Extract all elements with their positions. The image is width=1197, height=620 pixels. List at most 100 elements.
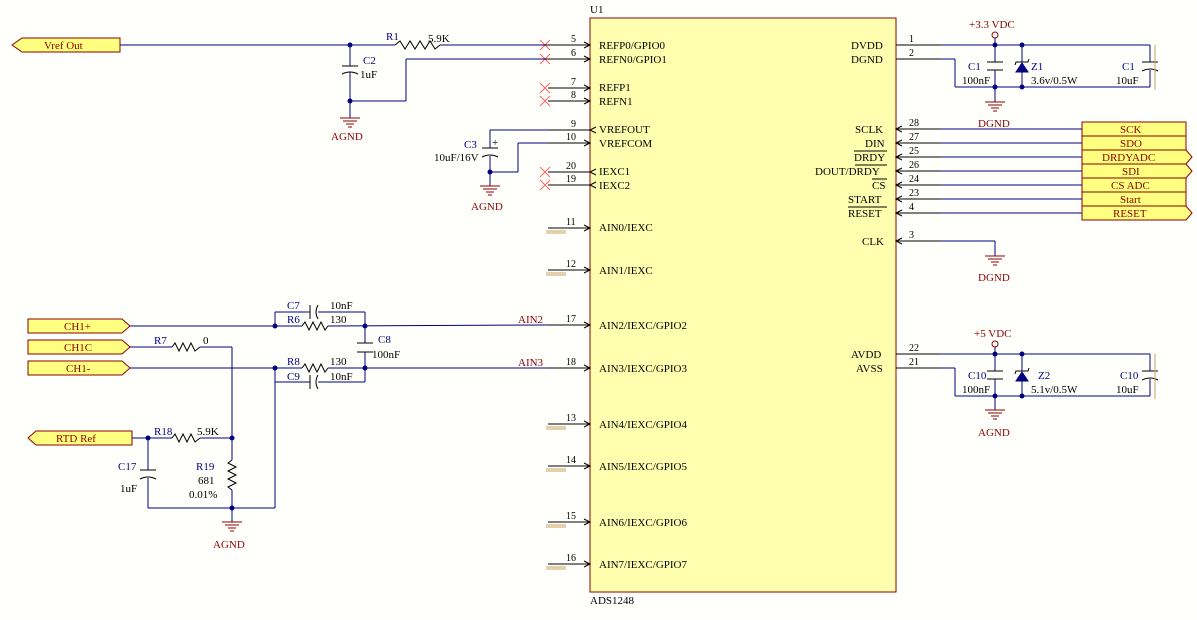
pin-label: CLK: [862, 236, 884, 248]
ref: C10: [1120, 370, 1139, 382]
pin-number: 16: [566, 553, 576, 564]
port-label: RTD Ref: [56, 433, 96, 445]
power-label: +3.3 VDC: [969, 19, 1015, 31]
r6-resistor[interactable]: R6 130: [287, 314, 347, 332]
value: 130: [330, 314, 347, 326]
port-sdi[interactable]: SDI: [1081, 163, 1193, 179]
z1-zener[interactable]: Z1 3.6v/0.5W: [1014, 58, 1078, 87]
c10-10uf-capacitor[interactable]: C10 10uF: [1116, 370, 1159, 396]
pin-label: AIN7/IEXC/GPIO7: [599, 559, 687, 571]
pin-number: 15: [566, 511, 576, 522]
value: 100nF: [962, 384, 990, 396]
value: 130: [330, 356, 347, 368]
pin-number: 18: [566, 357, 576, 368]
c7-capacitor[interactable]: C7 10nF: [287, 300, 353, 320]
pin-number: 14: [566, 455, 576, 466]
r1-resistor[interactable]: R1 5.9K: [386, 31, 450, 50]
ref: R8: [287, 356, 300, 368]
pin-number: 7: [571, 77, 576, 88]
pin-number: 5: [571, 34, 576, 45]
pin-label: SCLK: [855, 124, 883, 136]
pin-label: AIN2/IEXC/GPIO2: [599, 320, 687, 332]
unconnected-pin-marks: [546, 230, 566, 570]
c8-capacitor[interactable]: C8 100nF: [357, 334, 400, 361]
ic-right-pins: 1 DVDD 2 DGND 28 SCLK 27 DIN 25 DRDY 26 …: [815, 34, 940, 375]
c2-capacitor[interactable]: C2 1uF: [341, 55, 377, 81]
ref: R7: [154, 335, 167, 347]
port-sdo[interactable]: SDO: [1081, 135, 1187, 151]
tolerance: 0.01%: [189, 489, 217, 501]
port-label: DRDYADC: [1102, 152, 1155, 164]
pin-label: AIN3/IEXC/GPIO3: [599, 363, 687, 375]
value: 10nF: [330, 300, 353, 312]
value: 5.9K: [197, 426, 219, 438]
r8-resistor[interactable]: R8 130: [287, 356, 347, 374]
agnd-symbol: AGND: [471, 185, 503, 213]
avdd-network: [940, 347, 1151, 410]
port-label: CH1C: [64, 342, 92, 354]
value: 1uF: [120, 483, 137, 495]
r7-resistor[interactable]: R7 0: [154, 335, 209, 353]
pin-number: 3: [909, 230, 914, 241]
pin-label: DRDY: [854, 152, 885, 164]
pin-label: DVDD: [851, 40, 883, 52]
no-connect-marks: [539, 39, 551, 191]
port-start[interactable]: Start: [1081, 191, 1187, 207]
ref: R6: [287, 314, 300, 326]
port-drdyadc[interactable]: DRDYADC: [1081, 149, 1193, 165]
ic-left-pins: 5 REFP0/GPIO0 6 REFN0/GPIO1 7 REFP1 8 RE…: [548, 34, 687, 571]
pin-number: 21: [909, 357, 919, 368]
pin-label: VREFOUT: [599, 124, 650, 136]
vdd5-power-port: +5 VDC: [974, 328, 1011, 348]
port-ch1c[interactable]: CH1C: [27, 339, 131, 355]
pin-number: 4: [909, 202, 914, 213]
port-vref-out[interactable]: Vref Out: [11, 37, 121, 53]
port-reset[interactable]: RESET: [1081, 205, 1193, 221]
ref: C7: [287, 300, 300, 312]
pin-number: 2: [909, 48, 914, 59]
c10-100nf-capacitor[interactable]: C10 100nF: [962, 370, 1003, 396]
z2-zener[interactable]: Z2 5.1v/0.5W: [1014, 367, 1078, 396]
c3-capacitor[interactable]: + C3 10uF/16V: [434, 137, 499, 164]
port-label: Vref Out: [44, 40, 83, 52]
agnd-label: AGND: [213, 539, 245, 551]
pin-label: AIN4/IEXC/GPIO4: [599, 419, 687, 431]
dgnd-label: DGND: [978, 272, 1010, 284]
pin-number: 28: [909, 118, 919, 129]
port-label: CH1+: [64, 321, 91, 333]
vdd33-power-port: +3.3 VDC: [969, 19, 1015, 39]
ic-designator: U1: [590, 4, 603, 16]
port-ch1-minus[interactable]: CH1-: [27, 360, 131, 376]
pin-number: 20: [566, 161, 576, 172]
agnd-label: AGND: [978, 427, 1010, 439]
port-sck[interactable]: SCK: [1081, 121, 1187, 137]
pin-number: 19: [566, 174, 576, 185]
port-cs-adc[interactable]: CS ADC: [1081, 177, 1187, 193]
pin-label: REFP0/GPIO0: [599, 40, 666, 52]
pin-number: 27: [909, 132, 919, 143]
r18-resistor[interactable]: R18 5.9K: [154, 426, 219, 444]
agnd-symbol: AGND: [978, 409, 1010, 439]
c1-100nf-capacitor[interactable]: C1 100nF: [962, 61, 1003, 87]
c17-capacitor[interactable]: C17 1uF: [118, 461, 157, 495]
vref-network: [120, 42, 548, 118]
pin-label: START: [848, 194, 882, 206]
port-label: CS ADC: [1111, 180, 1150, 192]
value: 100nF: [962, 75, 990, 87]
port-ch1-plus[interactable]: CH1+: [27, 318, 131, 334]
c9-capacitor[interactable]: C9 10nF: [287, 371, 353, 390]
dgnd-symbol: DGND: [978, 101, 1010, 130]
value: 5.1v/0.5W: [1031, 384, 1078, 396]
pin-number: 6: [571, 48, 576, 59]
ic-body[interactable]: [589, 17, 897, 593]
r19-resistor[interactable]: R19 681 0.01%: [189, 459, 238, 501]
c1-10uf-capacitor[interactable]: C1 10uF: [1116, 61, 1159, 87]
pin-label: CS: [872, 180, 885, 192]
pin-number: 9: [571, 119, 576, 130]
dgnd-label: DGND: [978, 118, 1010, 130]
port-label: Start: [1120, 194, 1141, 206]
port-rtd-ref[interactable]: RTD Ref: [27, 430, 133, 446]
pin-number: 12: [566, 259, 576, 270]
ref: C9: [287, 371, 300, 383]
input-filter-wires: [130, 311, 549, 522]
